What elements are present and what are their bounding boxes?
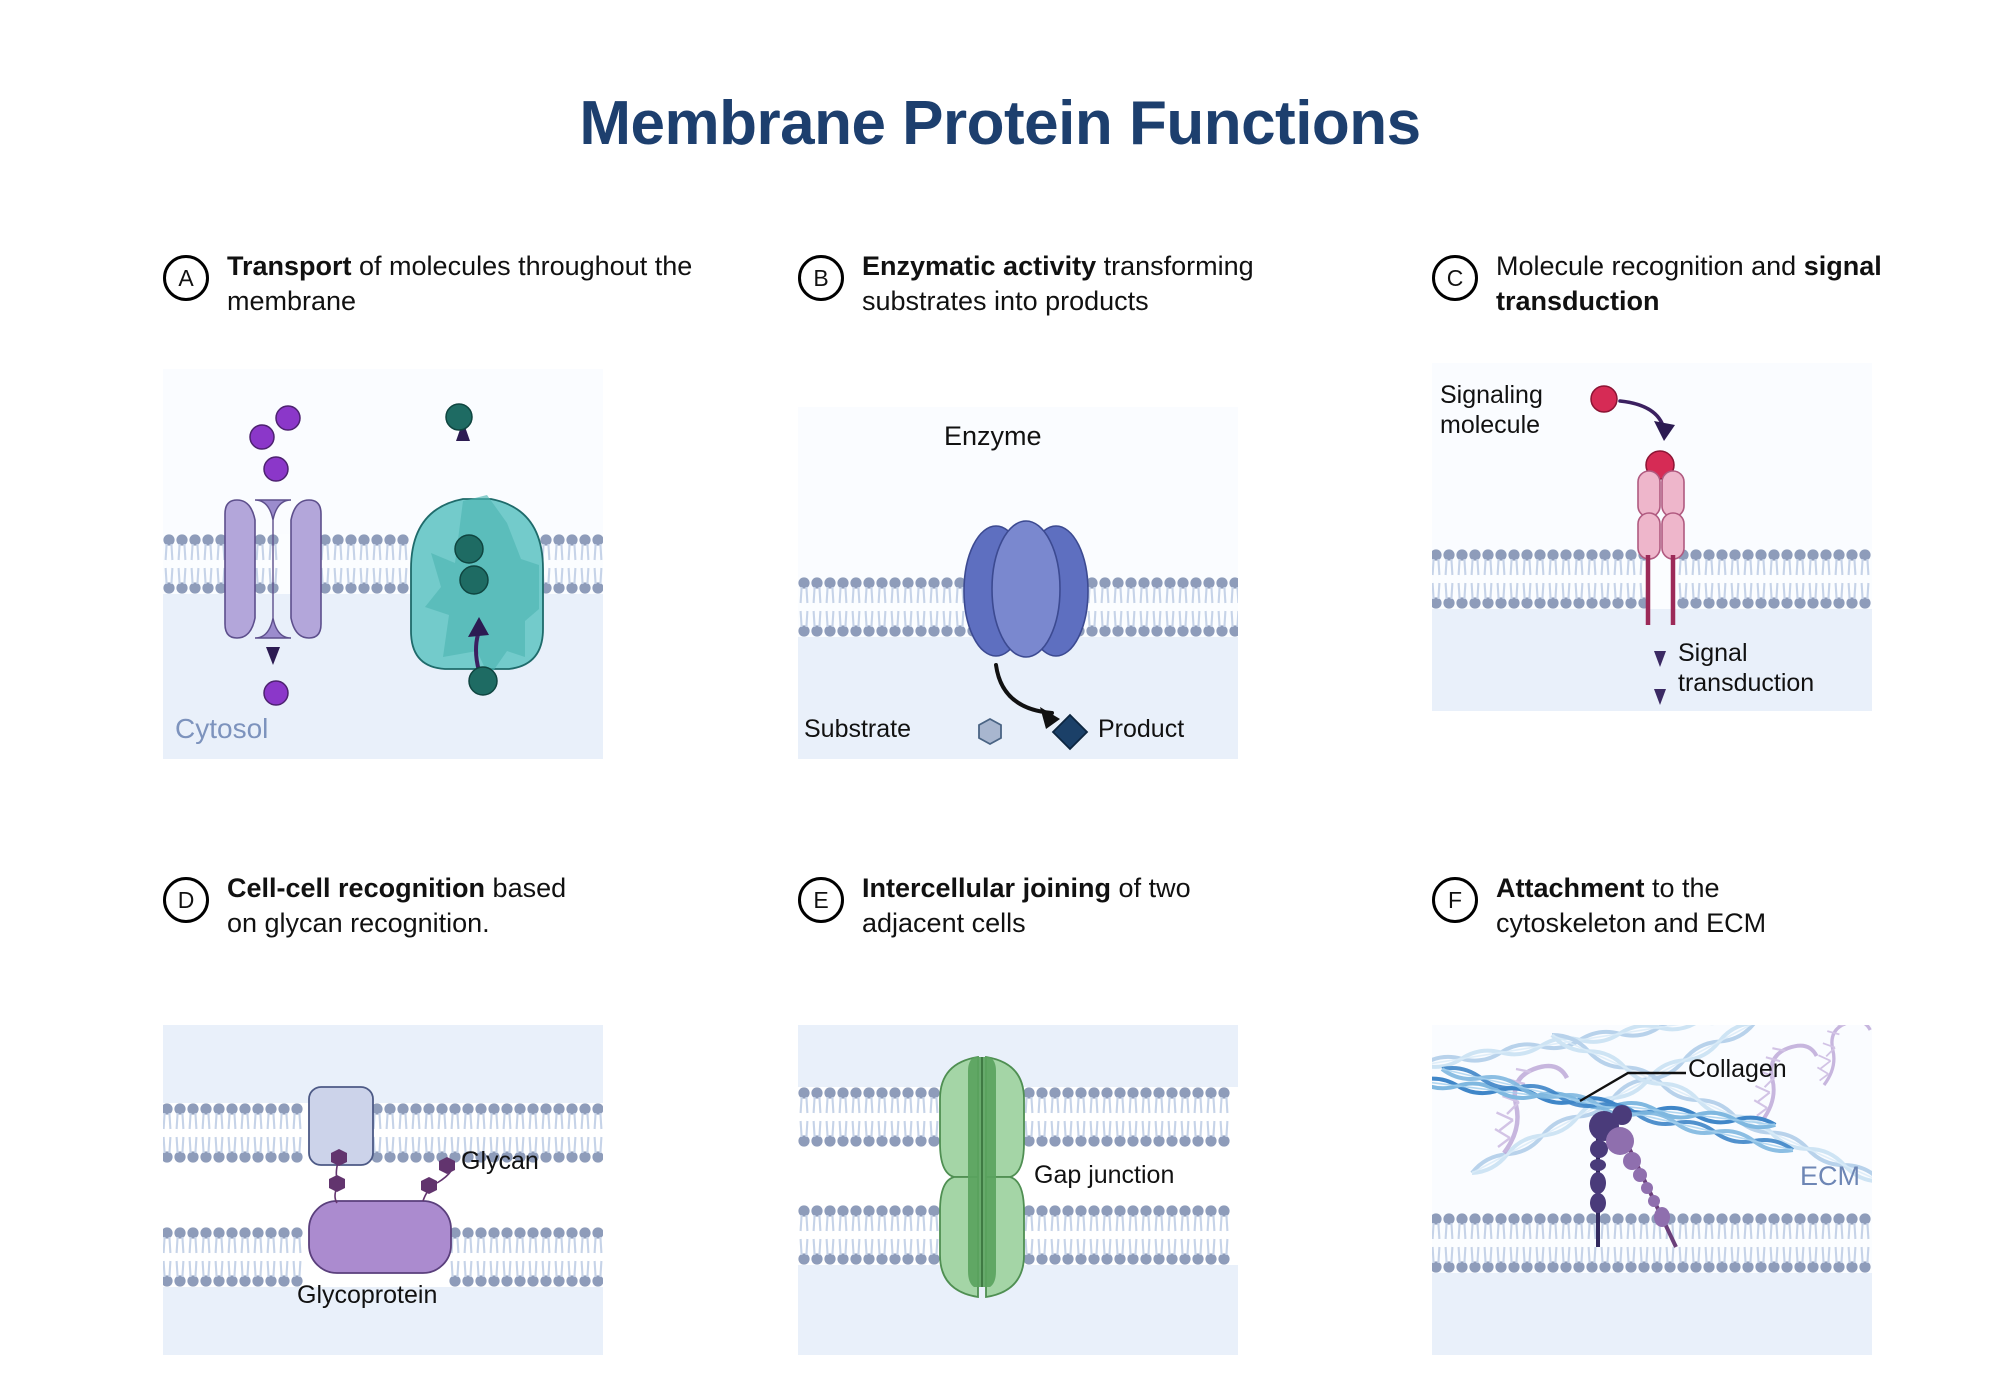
panel-a-figure: Cytosol xyxy=(163,369,603,759)
signaling-molecule-label: Signaling molecule xyxy=(1440,381,1543,439)
ecm-label: ECM xyxy=(1800,1161,1860,1191)
collagen-label: Collagen xyxy=(1688,1055,1787,1083)
glycoprotein-label: Glycoprotein xyxy=(297,1281,438,1309)
reaction-arrow xyxy=(994,663,1060,729)
integrin-dark xyxy=(1589,1105,1632,1247)
panel-c-figure: Signaling molecule Signal transduction xyxy=(1432,363,1872,711)
panel-e-badge: E xyxy=(798,877,844,923)
panel-f-figure: Collagen ECM xyxy=(1432,1025,1872,1355)
substrate-label: Substrate xyxy=(804,715,912,743)
panel-a-header: A Transport of molecules throughout the … xyxy=(163,251,723,369)
panel-e-figure: Gap junction xyxy=(798,1025,1238,1355)
panel-b: B Enzymatic activity transforming substr… xyxy=(798,251,1358,759)
panel-a-badge: A xyxy=(163,255,209,301)
panel-f-header: F Attachment to the cytoskeleton and ECM xyxy=(1432,873,1992,1025)
ecm-region xyxy=(1432,1025,1872,1213)
glycan-label: Glycan xyxy=(461,1147,539,1175)
panel-a-heading-rest: of molecules throughout the membrane xyxy=(227,251,693,316)
cytosol-region-f xyxy=(1432,1273,1872,1355)
panel-a-graphics xyxy=(224,403,544,706)
panel-b-graphics xyxy=(963,520,1089,751)
glycoprotein-body xyxy=(308,1200,452,1274)
panel-d-heading-bold: Cell-cell recognition xyxy=(227,873,486,903)
cell-two-interior xyxy=(163,1287,603,1355)
panel-f: F Attachment to the cytoskeleton and ECM xyxy=(1432,873,1992,1355)
panel-c-heading: Molecule recognition and signal transduc… xyxy=(1496,249,1996,318)
panel-f-graphics xyxy=(1432,1025,1872,1248)
panel-b-heading: Enzymatic activity transforming substrat… xyxy=(862,249,1362,318)
binding-arrow xyxy=(1618,399,1675,441)
glycan-chain-right xyxy=(421,1157,455,1202)
panel-f-heading-rest: to the cytoskeleton and ECM xyxy=(1496,873,1767,938)
transported-molecules-teal xyxy=(445,403,498,696)
panel-e-heading-bold: Intercellular joining xyxy=(862,873,1112,903)
panel-e-graphics xyxy=(939,1055,1025,1299)
collagen-leader-line xyxy=(1579,1071,1686,1103)
panel-c-badge: C xyxy=(1432,255,1478,301)
enzyme-label: Enzyme xyxy=(944,421,1042,451)
panel-c-graphics xyxy=(1590,385,1685,705)
signal-transduction-arrows xyxy=(1654,635,1666,705)
panel-d-heading-rest: based on glycan recognition. xyxy=(227,873,567,938)
gap-junction-connexons xyxy=(939,1055,1025,1299)
panel-b-heading-bold: Enzymatic activity xyxy=(862,251,1097,281)
cell-one-interior xyxy=(163,1025,603,1103)
channel-protein xyxy=(224,467,322,665)
receptor-protein xyxy=(1637,470,1685,625)
integrin-light xyxy=(1606,1127,1678,1248)
cytosol-region-b xyxy=(798,637,1238,759)
panel-c-heading-prefix: Molecule recognition and xyxy=(1496,251,1804,281)
panel-c: Molecule recognition and signal transduc… xyxy=(1432,251,1992,711)
panel-b-heading-rest: transforming substrates into products xyxy=(862,251,1254,316)
substrate-molecule xyxy=(978,717,1002,746)
panel-f-badge: F xyxy=(1432,877,1478,923)
panel-c-heading-bold: signal transduction xyxy=(1496,251,1882,316)
panel-d: D Cell-cell recognition based on glycan … xyxy=(163,873,723,1355)
panel-d-graphics xyxy=(308,1086,455,1274)
signaling-molecule-free xyxy=(1590,385,1618,413)
page-title: Membrane Protein Functions xyxy=(579,89,1421,158)
panel-d-heading: Cell-cell recognition based on glycan re… xyxy=(227,871,567,940)
panel-f-heading-bold: Attachment xyxy=(1496,873,1645,903)
panel-a-heading: Transport of molecules throughout the me… xyxy=(227,249,727,318)
panel-d-header: D Cell-cell recognition based on glycan … xyxy=(163,873,723,1025)
gap-junction-label: Gap junction xyxy=(1034,1161,1175,1189)
panel-e-heading-rest: of two adjacent cells xyxy=(862,873,1191,938)
product-molecule xyxy=(1051,713,1089,751)
panel-b-figure: Enzyme Substrate Product xyxy=(798,407,1238,759)
panel-a: A Transport of molecules throughout the … xyxy=(163,251,723,759)
panel-b-header: B Enzymatic activity transforming substr… xyxy=(798,251,1358,369)
glycan-chain-left xyxy=(329,1149,347,1204)
enzyme-protein xyxy=(963,520,1089,658)
cytosol-region-c xyxy=(1432,609,1872,711)
panel-b-badge: B xyxy=(798,255,844,301)
panel-d-badge: D xyxy=(163,877,209,923)
panel-f-heading: Attachment to the cytoskeleton and ECM xyxy=(1496,871,1856,940)
signal-transduction-label: Signal transduction xyxy=(1678,639,1815,697)
product-label: Product xyxy=(1098,715,1185,743)
transported-molecules-purple xyxy=(249,405,301,706)
panel-d-figure: Glycan Glycoprotein xyxy=(163,1025,603,1355)
panel-e-heading: Intercellular joining of two adjacent ce… xyxy=(862,871,1192,940)
cytosol-label: Cytosol xyxy=(175,713,269,744)
panel-a-heading-bold: Transport xyxy=(227,251,352,281)
panel-e: E Intercellular joining of two adjacent … xyxy=(798,873,1358,1355)
panel-c-header: Molecule recognition and signal transduc… xyxy=(1432,251,1992,369)
panel-e-header: E Intercellular joining of two adjacent … xyxy=(798,873,1358,1025)
